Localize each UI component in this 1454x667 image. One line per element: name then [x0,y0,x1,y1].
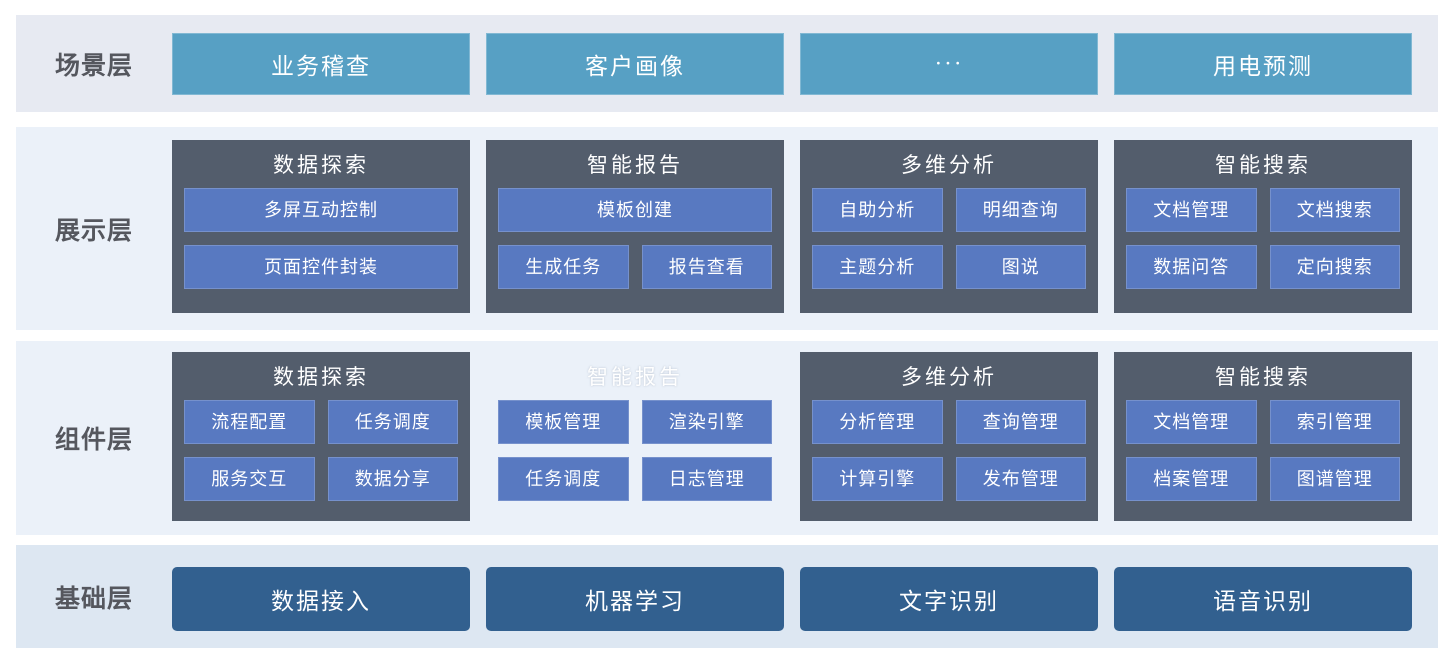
item-template-manage: 模板管理 [498,400,629,444]
group-title: 多维分析 [901,365,997,389]
layer-label-display: 展示层 [54,216,133,245]
component-group-multidim-analysis: 多维分析 分析管理 查询管理 计算引擎 发布管理 [800,352,1098,521]
layer-label-foundation: 基础层 [54,584,133,613]
foundation-box-data-access: 数据接入 [172,567,470,631]
scenario-box-business-audit: 业务稽查 [172,33,470,95]
item-graph-manage: 图谱管理 [1269,457,1400,501]
scenario-box-customer-profile: 客户画像 [486,33,784,95]
item-data-qa: 数据问答 [1126,245,1257,289]
item-render-engine: 渲染引擎 [641,400,772,444]
item-doc-manage: 文档管理 [1126,188,1257,232]
item-row: 档案管理 图谱管理 [1126,457,1400,514]
item-doc-search: 文档搜索 [1269,188,1400,232]
item-doc-manage: 文档管理 [1126,400,1257,444]
item-service-interact: 服务交互 [184,457,315,501]
group-title: 智能搜索 [1215,153,1311,177]
group-title: 智能报告 [587,365,683,389]
item-template-create: 模板创建 [498,188,772,232]
item-publish-manage: 发布管理 [955,457,1086,501]
group-title: 智能搜索 [1215,365,1311,389]
group-title: 智能报告 [587,153,683,177]
display-group-multidim-analysis: 多维分析 自助分析 明细查询 主题分析 图说 [800,140,1098,313]
item-row: 主题分析 图说 [812,245,1086,302]
item-row: 文档管理 索引管理 [1126,400,1400,457]
display-group-data-explore: 数据探索 多屏互动控制 页面控件封装 [172,140,470,313]
display-groups: 数据探索 多屏互动控制 页面控件封装 智能报告 模板创建 生成任务 报告查看 多… [172,127,1438,330]
scenario-box-ellipsis: ··· [800,33,1098,95]
item-log-manage: 日志管理 [641,457,772,501]
item-row: 服务交互 数据分享 [184,457,458,514]
item-index-manage: 索引管理 [1269,400,1400,444]
group-title: 数据探索 [273,153,369,177]
item-analysis-manage: 分析管理 [812,400,943,444]
foundation-boxes: 数据接入 机器学习 文字识别 语音识别 [172,545,1438,648]
foundation-box-machine-learning: 机器学习 [486,567,784,631]
item-row: 文档管理 文档搜索 [1126,188,1400,245]
item-task-schedule: 任务调度 [327,400,458,444]
layer-label-scenario: 场景层 [54,51,133,80]
item-detail-query: 明细查询 [955,188,1086,232]
item-flow-config: 流程配置 [184,400,315,444]
component-group-smart-search: 智能搜索 文档管理 索引管理 档案管理 图谱管理 [1114,352,1412,521]
display-group-smart-search: 智能搜索 文档管理 文档搜索 数据问答 定向搜索 [1114,140,1412,313]
item-query-manage: 查询管理 [955,400,1086,444]
component-group-smart-report: 智能报告 模板管理 渲染引擎 任务调度 日志管理 [486,352,784,521]
item-row: 任务调度 日志管理 [498,457,772,514]
display-group-smart-report: 智能报告 模板创建 生成任务 报告查看 [486,140,784,313]
group-title: 数据探索 [273,365,369,389]
item-row: 计算引擎 发布管理 [812,457,1086,514]
item-row: 生成任务 报告查看 [498,245,772,302]
scenario-boxes: 业务稽查 客户画像 ··· 用电预测 [172,15,1438,112]
component-group-data-explore: 数据探索 流程配置 任务调度 服务交互 数据分享 [172,352,470,521]
item-multiscreen-control: 多屏互动控制 [184,188,458,232]
component-layer-band: 组件层 数据探索 流程配置 任务调度 服务交互 数据分享 智能报告 模板管理 渲… [16,341,1438,535]
scenario-layer-band: 场景层 业务稽查 客户画像 ··· 用电预测 [16,15,1438,112]
component-groups: 数据探索 流程配置 任务调度 服务交互 数据分享 智能报告 模板管理 渲染引擎 … [172,341,1438,535]
item-task-schedule: 任务调度 [498,457,629,501]
item-row: 流程配置 任务调度 [184,400,458,457]
foundation-box-speech-recognition: 语音识别 [1114,567,1412,631]
item-topic-analysis: 主题分析 [812,245,943,289]
item-page-widget-package: 页面控件封装 [184,245,458,289]
group-title: 多维分析 [901,153,997,177]
item-generate-task: 生成任务 [498,245,629,289]
item-row: 自助分析 明细查询 [812,188,1086,245]
scenario-box-power-forecast: 用电预测 [1114,33,1412,95]
foundation-box-ocr: 文字识别 [800,567,1098,631]
layer-label-component: 组件层 [54,426,133,454]
display-layer-band: 展示层 数据探索 多屏互动控制 页面控件封装 智能报告 模板创建 生成任务 报告… [16,127,1438,330]
item-row: 模板管理 渲染引擎 [498,400,772,457]
item-row: 分析管理 查询管理 [812,400,1086,457]
item-row: 数据问答 定向搜索 [1126,245,1400,302]
item-archive-manage: 档案管理 [1126,457,1257,501]
item-compute-engine: 计算引擎 [812,457,943,501]
foundation-layer-band: 基础层 数据接入 机器学习 文字识别 语音识别 [16,545,1438,648]
item-directed-search: 定向搜索 [1269,245,1400,289]
item-report-view: 报告查看 [641,245,772,289]
item-chart-story: 图说 [955,245,1086,289]
item-data-share: 数据分享 [327,457,458,501]
item-selfservice-analysis: 自助分析 [812,188,943,232]
